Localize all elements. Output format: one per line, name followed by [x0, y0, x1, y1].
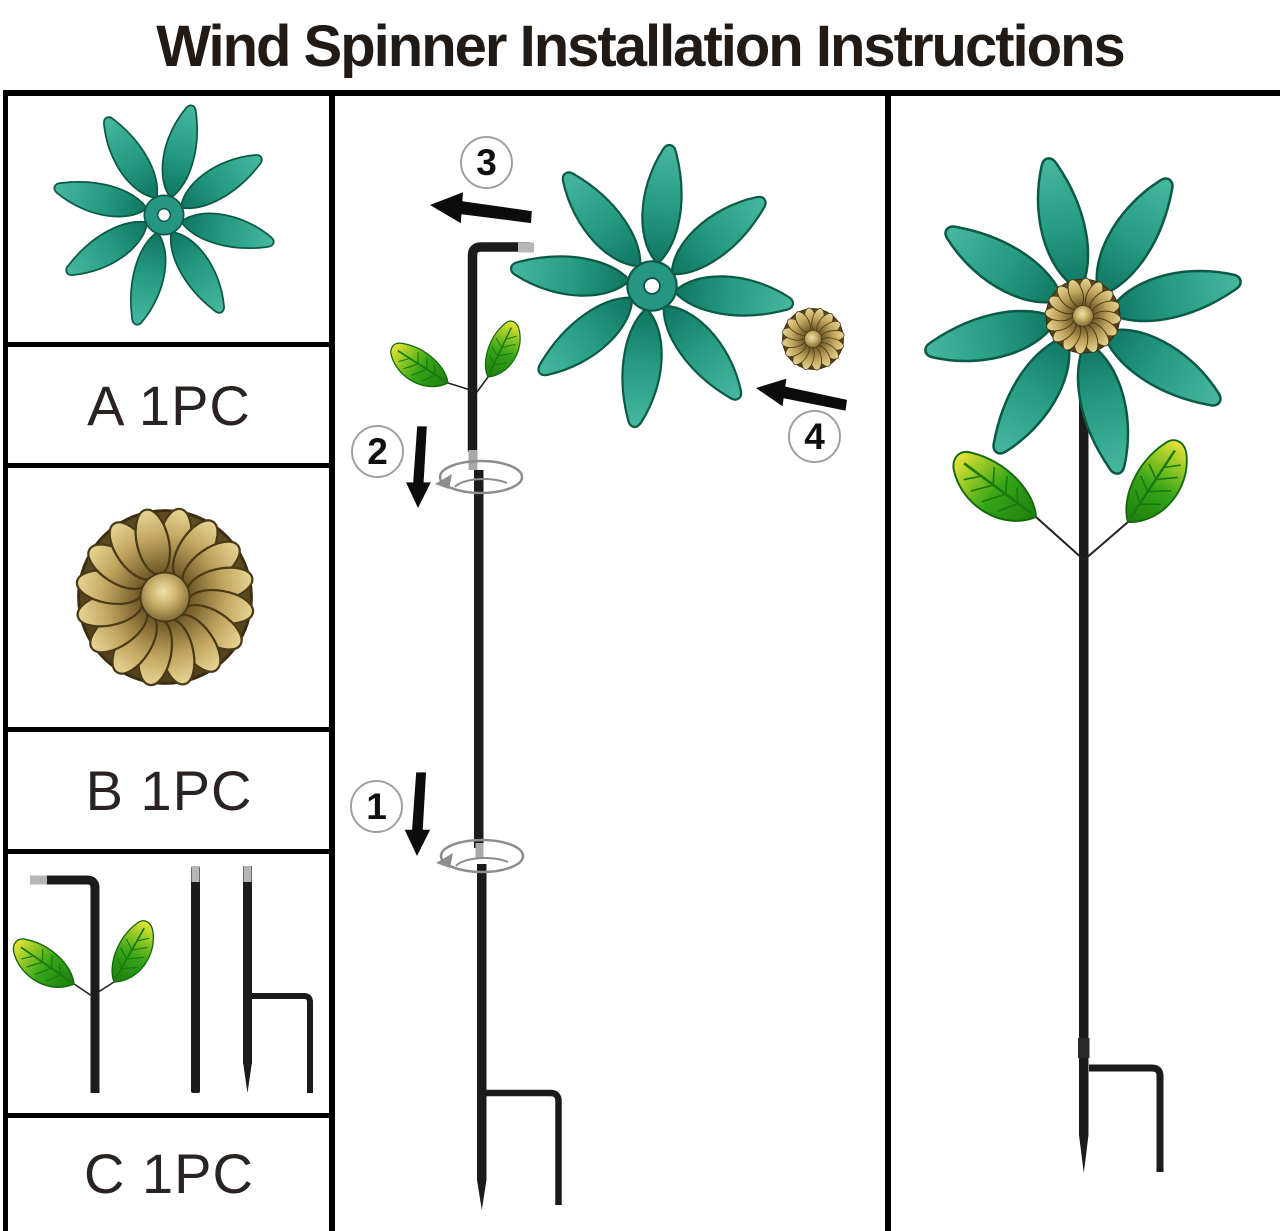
top-border: [3, 90, 1280, 96]
part-a-flower-image: [26, 77, 303, 354]
step-1-badge: 1: [350, 780, 403, 833]
row-divider: [3, 1113, 335, 1118]
part-b-medallion-image: [62, 494, 269, 701]
part-b-label: B 1PC: [85, 759, 253, 822]
assembly-leaves: [381, 315, 529, 400]
step-2-badge: 2: [351, 425, 404, 478]
step-1-number: 1: [366, 785, 387, 827]
row-divider: [3, 342, 335, 347]
assembly-pole: [467, 242, 562, 1210]
pole-joint-icon: [1078, 1038, 1090, 1058]
left-border: [3, 90, 8, 1231]
row-divider: [3, 727, 335, 732]
panel-divider: [885, 90, 891, 1231]
connector-tip-icon: [191, 866, 200, 882]
arrow-left-icon: [428, 190, 533, 229]
arrow-down-icon: [406, 426, 431, 508]
step-4-badge: 4: [788, 410, 841, 463]
page-title: Wind Spinner Installation Instructions: [156, 13, 1126, 79]
connector-tip-icon: [468, 450, 478, 470]
parts-column-divider: [329, 90, 335, 1231]
connector-tip-icon: [475, 843, 484, 859]
step-2-number: 2: [367, 430, 388, 472]
assembly-medallion: [778, 304, 849, 375]
arrow-down-icon: [404, 772, 431, 856]
assembled-spinner: [892, 125, 1275, 1173]
part-a-label: A 1PC: [87, 373, 251, 437]
row-divider: [3, 463, 335, 468]
assembly-flower: [492, 126, 813, 447]
step-3-badge: 3: [460, 136, 513, 189]
connector-tip-icon: [243, 866, 252, 882]
step-3-number: 3: [476, 141, 497, 183]
connector-tip-icon: [30, 875, 47, 885]
step-4-number: 4: [804, 415, 825, 457]
arrow-left-icon: [753, 374, 849, 416]
part-c-label: C 1PC: [84, 1141, 254, 1205]
connector-tip-icon: [518, 242, 534, 253]
part-c-poles-image: [3, 866, 313, 1093]
row-divider: [3, 849, 335, 854]
